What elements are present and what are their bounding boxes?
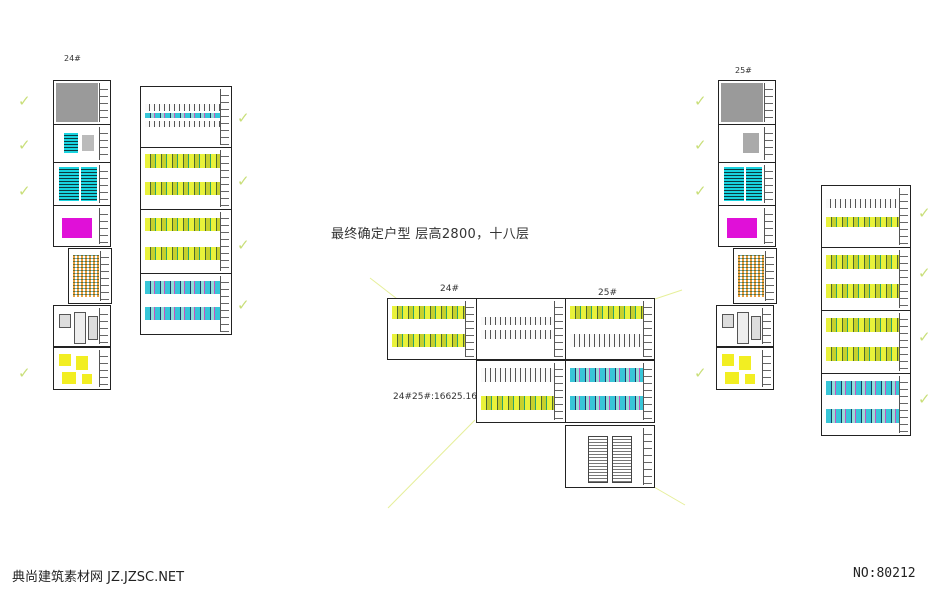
- plan-center-mid-b[interactable]: [476, 360, 566, 423]
- detail-a-fill-1: [59, 314, 71, 328]
- check-icon: ✓: [694, 92, 707, 110]
- center-label-24: 24#: [440, 284, 459, 294]
- right-specs-fill-a: [724, 167, 744, 201]
- detail-b-fill-1: [59, 354, 71, 366]
- plan-right-4[interactable]: [821, 373, 911, 436]
- check-icon: ✓: [237, 109, 250, 127]
- sheet-left-notes[interactable]: [53, 124, 111, 163]
- table-grid: [73, 255, 99, 297]
- main-title: 最终确定户型 层高2800，十八层: [331, 227, 530, 242]
- sheet-right-notes[interactable]: [718, 124, 776, 163]
- left-group-label: 24#: [64, 54, 81, 63]
- sheet-left-detail-a[interactable]: [53, 305, 111, 347]
- check-icon: ✓: [694, 364, 707, 382]
- footer-number: NO:80212: [853, 566, 916, 581]
- center-label-25: 25#: [598, 288, 617, 298]
- sheet-right-schedule[interactable]: [718, 205, 776, 247]
- right-table-grid: [738, 255, 764, 297]
- plan-center-25-b[interactable]: [565, 360, 655, 423]
- elevation-fill-a: [588, 436, 608, 483]
- sheet-left-cover[interactable]: [53, 80, 111, 125]
- detail-b-fill-4: [82, 374, 92, 384]
- check-icon: ✓: [694, 182, 707, 200]
- sheet-right-cover[interactable]: [718, 80, 776, 125]
- check-icon: ✓: [918, 390, 931, 408]
- right-detail-b-fill-4: [745, 374, 755, 384]
- schedule-fill: [62, 218, 92, 238]
- plan-left-1[interactable]: [140, 86, 232, 148]
- specs-fill-b: [81, 167, 97, 201]
- right-detail-a-fill-3: [751, 316, 761, 340]
- sheet-left-table[interactable]: [68, 248, 112, 304]
- plan-center-mid-a[interactable]: [476, 298, 566, 360]
- plan-center-25-a[interactable]: [565, 298, 655, 360]
- plan-right-1[interactable]: [821, 185, 911, 248]
- notes-fill: [64, 133, 78, 153]
- sheet-right-detail-b[interactable]: [716, 347, 774, 390]
- plan-left-3[interactable]: [140, 209, 232, 274]
- right-detail-b-fill-3: [725, 372, 739, 384]
- check-icon: ✓: [918, 204, 931, 222]
- sheet-left-specs[interactable]: [53, 162, 111, 206]
- check-icon: ✓: [237, 236, 250, 254]
- right-detail-a-fill-2: [737, 312, 749, 344]
- footer-site: 典尚建筑素材网 JZ.JZSC.NET: [12, 570, 185, 585]
- right-cover-fill: [721, 82, 763, 123]
- check-icon: ✓: [18, 136, 31, 154]
- detail-a-fill-2: [74, 312, 86, 344]
- specs-fill-a: [59, 167, 79, 201]
- area-note: 24#25#:16625.16: [393, 392, 477, 402]
- right-detail-a-fill-1: [722, 314, 734, 328]
- right-notes-fill: [743, 133, 759, 153]
- right-specs-fill-b: [746, 167, 762, 201]
- check-icon: ✓: [18, 182, 31, 200]
- sheet-cover-fill: [56, 82, 98, 123]
- check-icon: ✓: [237, 296, 250, 314]
- plan-right-2[interactable]: [821, 247, 911, 311]
- right-schedule-fill: [727, 218, 757, 238]
- check-icon: ✓: [694, 136, 707, 154]
- detail-b-fill-3: [62, 372, 76, 384]
- check-icon: ✓: [18, 92, 31, 110]
- check-icon: ✓: [918, 264, 931, 282]
- plan-right-3[interactable]: [821, 310, 911, 374]
- sheet-left-schedule[interactable]: [53, 205, 111, 247]
- sheet-left-detail-b[interactable]: [53, 347, 111, 390]
- check-icon: ✓: [237, 172, 250, 190]
- check-icon: ✓: [918, 328, 931, 346]
- right-detail-b-fill-1: [722, 354, 734, 366]
- sheet-right-specs[interactable]: [718, 162, 776, 206]
- detail-b-fill-2: [76, 356, 88, 370]
- detail-a-fill-3: [88, 316, 98, 340]
- plan-left-2[interactable]: [140, 147, 232, 210]
- plan-center-elevation[interactable]: [565, 425, 655, 488]
- plan-left-4[interactable]: [140, 273, 232, 335]
- sheet-right-table[interactable]: [733, 248, 777, 304]
- notes-gray: [82, 135, 94, 151]
- elevation-fill-b: [612, 436, 632, 483]
- right-group-label: 25#: [735, 66, 752, 75]
- check-icon: ✓: [18, 364, 31, 382]
- plan-center-24-a[interactable]: [387, 298, 477, 360]
- right-detail-b-fill-2: [739, 356, 751, 370]
- sheet-right-detail-a[interactable]: [716, 305, 774, 347]
